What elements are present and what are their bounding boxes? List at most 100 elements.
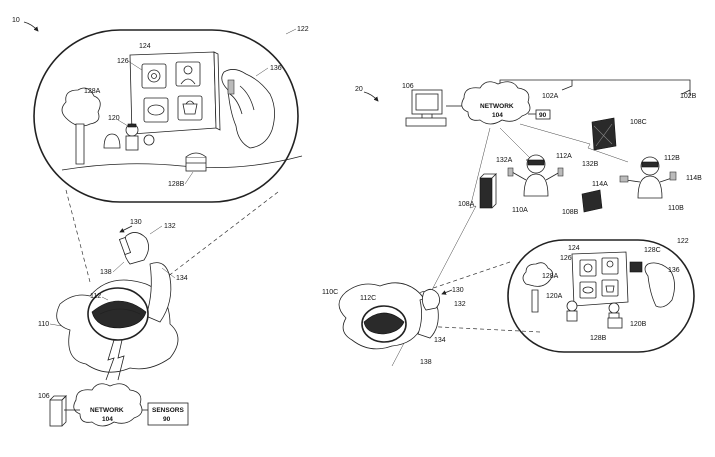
leader-120-left (117, 119, 129, 127)
leader-134-left (161, 267, 176, 279)
tower-108a (479, 173, 497, 209)
leader-110-left (49, 323, 63, 327)
sensor-a-tick (561, 80, 573, 91)
user-b-right (619, 156, 677, 199)
label-112c-right: 112C (360, 295, 376, 302)
label-130-left: 130 (130, 219, 142, 226)
leader-138-left (112, 261, 125, 273)
sensors-box-left (147, 402, 189, 426)
label-124-left: 124 (139, 43, 151, 50)
virtual-panel-left (129, 51, 221, 135)
user-c-right (338, 282, 440, 350)
wireless-link-left (105, 339, 115, 381)
label-108c-right: 108C (630, 119, 647, 126)
label-136-right: 136 (668, 267, 680, 274)
label-120-left: 120 (108, 115, 120, 122)
fov-line-right-2 (419, 325, 541, 333)
label-112a-right: 112A (556, 153, 572, 160)
fig-arrow-left (23, 21, 39, 32)
label-114a-right: 114A (592, 181, 608, 188)
leader-128b-left (184, 171, 194, 185)
label-106-right: 106 (402, 83, 414, 90)
label-108a-right: 108A (458, 201, 475, 208)
fov-line-left-1 (65, 189, 91, 283)
label-102a-right: 102A (542, 93, 559, 100)
label-120b-right: 120B (630, 321, 647, 328)
label-106-left: 106 (38, 393, 50, 400)
leader-136-left (255, 67, 269, 77)
label-122-left: 122 (297, 26, 309, 33)
virtual-hand-right (644, 262, 675, 308)
sensor-rail-right (499, 79, 691, 96)
label-110-left: 110 (38, 321, 49, 328)
leader-122-left (285, 28, 297, 35)
tree-left (61, 87, 101, 165)
tree-trunk-right (531, 289, 539, 313)
fov-line-left-2 (149, 191, 279, 291)
wireless-link-right-c (391, 127, 491, 367)
label-112b-right: 112B (664, 155, 680, 162)
wireless-link-right-b (519, 123, 629, 163)
label-110b-right: 110B (668, 205, 684, 212)
network-cloud-right (461, 81, 531, 125)
label-126-right: 126 (560, 255, 572, 262)
label-138-left: 138 (100, 269, 112, 276)
arrow-130-left (119, 225, 133, 233)
fig-number-right: 20 (355, 86, 363, 93)
sensors-number-left: 90 (163, 416, 171, 423)
sensors-label-left: SENSORS (152, 407, 184, 414)
label-108b-right: 108B (562, 209, 579, 216)
network-label-left: NETWORK (90, 407, 124, 414)
chest-right (607, 317, 623, 329)
network-number-left: 104 (102, 416, 113, 423)
virtual-panel-right (571, 251, 629, 307)
label-132-left: 132 (164, 223, 176, 230)
sensor-box-number-right: 90 (539, 112, 547, 119)
network-number-right: 104 (492, 112, 503, 119)
leader-132-left (149, 225, 163, 235)
avatar-left (103, 123, 155, 151)
user-left (56, 232, 179, 373)
avatar-a-body-right (566, 310, 578, 322)
label-114b-right: 114B (686, 175, 702, 182)
label-126-left: 126 (117, 58, 129, 65)
avatar-a-right (566, 300, 578, 312)
label-132b-right: 132B (582, 161, 599, 168)
chest-left (185, 152, 207, 172)
sensor-box-right (535, 109, 551, 120)
virtual-hand-left (221, 69, 275, 149)
tree-right (522, 262, 553, 287)
computer-left (49, 395, 67, 427)
label-102b-right: 102B (680, 93, 697, 100)
label-128a-right: 128A (542, 273, 559, 280)
label-128a-left: 128A (84, 88, 101, 95)
label-112-left: 112 (90, 293, 101, 300)
label-110c-right: 110C (322, 289, 338, 296)
label-128b-left: 128B (168, 181, 185, 188)
network-cloud-left (73, 383, 143, 427)
leader-112-left (101, 296, 109, 301)
label-136-left: 136 (270, 65, 282, 72)
arrow-130-right (441, 289, 453, 295)
label-134-right: 134 (434, 337, 446, 344)
ground-left (61, 155, 303, 171)
label-122-right: 122 (677, 238, 689, 245)
fig-number-left: 10 (12, 17, 20, 24)
label-128c-right: 128C (644, 247, 661, 254)
cube-108c (591, 117, 617, 151)
label-130-right: 130 (452, 287, 464, 294)
label-110a-right: 110A (512, 207, 528, 214)
sensor-b-tick (681, 89, 691, 95)
object-128c-right (629, 261, 643, 273)
leader-126-left (127, 60, 143, 71)
label-120a-right: 120A (546, 293, 563, 300)
label-138-right: 138 (420, 359, 432, 366)
user-a-right (507, 154, 564, 197)
label-132-right: 132 (454, 301, 466, 308)
computer-right (405, 89, 447, 127)
avatar-b-right (608, 302, 620, 314)
network-label-right: NETWORK (480, 103, 514, 110)
fig-arrow-right (363, 91, 379, 102)
